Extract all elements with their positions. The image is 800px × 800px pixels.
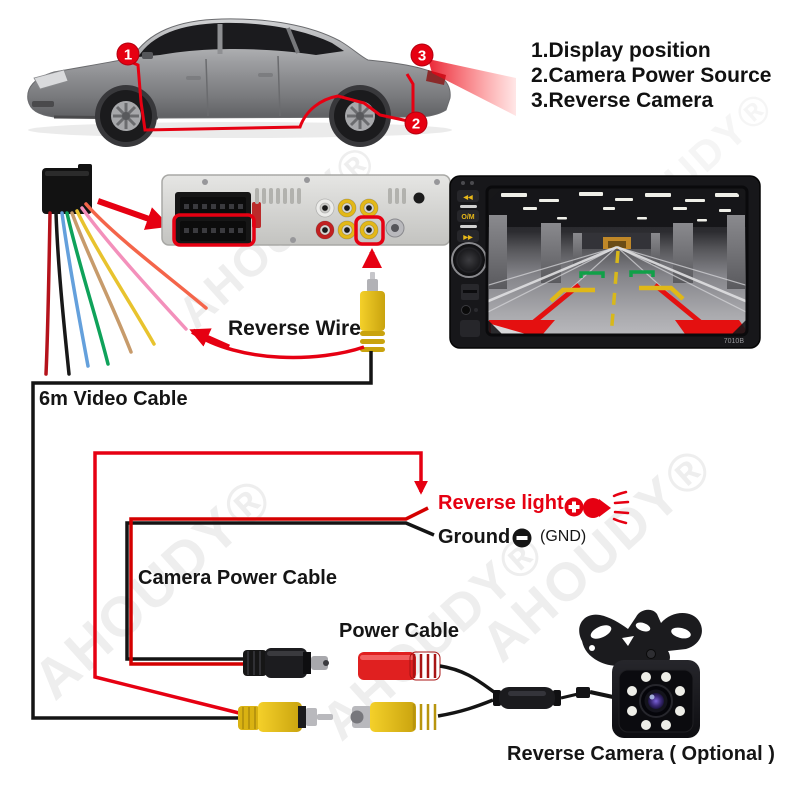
stereo-rear-panel <box>161 174 451 247</box>
model-number: 7010B <box>724 338 745 345</box>
video-cable-wire <box>31 351 373 720</box>
door-handle <box>186 76 201 80</box>
lane-center-line <box>609 250 620 335</box>
label-camera-power-cable: Camera Power Cable <box>138 567 337 589</box>
parking-guidelines <box>489 270 747 335</box>
inline-ferrite <box>493 687 614 709</box>
reverse-trigger-wire <box>93 451 428 716</box>
dc-female-red-plug <box>358 651 496 694</box>
dc-male-plug <box>243 648 329 678</box>
next-button <box>457 230 479 242</box>
legend-line-3: 3.Reverse Camera <box>531 89 714 112</box>
svg-text:2: 2 <box>412 116 420 133</box>
harness-wire-orange <box>84 202 208 310</box>
panel-hole <box>413 192 425 204</box>
next-icon: ▶▶ <box>462 234 473 241</box>
antenna-jack <box>385 218 405 238</box>
marker-1: 1 <box>116 42 140 66</box>
car-illustration: 1 2 3 <box>27 18 516 147</box>
car-pillar <box>286 27 300 54</box>
prev-icon: ◀◀ <box>462 194 473 201</box>
iso-harness-connector <box>42 164 92 214</box>
camera-power-red-wire <box>129 506 429 666</box>
label-reverse-camera-optional: Reverse Camera ( Optional ) <box>507 743 775 765</box>
door-handle <box>258 73 273 77</box>
svg-text:3: 3 <box>418 48 426 65</box>
car-door-lines <box>205 55 281 117</box>
harness-wires <box>44 202 208 376</box>
reverse-light-beam <box>428 59 516 116</box>
tf-card-slot <box>461 284 479 300</box>
head-unit: ◀◀ O/M ▶▶ 7010B <box>449 175 761 349</box>
label-ground: Ground <box>438 526 511 548</box>
harness-wire-tan <box>70 211 133 354</box>
rca-jacks <box>315 198 379 240</box>
marker-3: 3 <box>410 43 434 67</box>
front-wheel <box>95 85 157 147</box>
arrow-harness-to-iso <box>97 198 171 230</box>
iso-highlight-box <box>172 213 256 247</box>
usb-slot <box>460 320 480 337</box>
camera-lead-wire <box>589 690 614 699</box>
harness-wire-blue <box>60 211 90 368</box>
arrow-to-pink-wire <box>189 328 231 350</box>
label-gnd: (GND) <box>540 528 587 545</box>
rca-female-yellow-plug <box>350 698 494 732</box>
iso-socket <box>175 192 261 246</box>
reverse-camera <box>579 609 702 738</box>
ceiling-lights <box>501 192 739 222</box>
minus-icon <box>512 528 532 548</box>
cable-route-line <box>125 58 409 132</box>
side-mirror <box>142 52 153 59</box>
rca-male-yellow-plug <box>238 702 333 732</box>
car-glass <box>138 22 344 57</box>
camera-bracket <box>579 609 702 667</box>
video-in-highlight-box <box>354 215 385 246</box>
legend: 1.Display position 2.Camera Power Source… <box>531 38 771 113</box>
prev-button <box>457 190 479 202</box>
camera-power-black-wire <box>125 521 435 661</box>
rear-wheel <box>329 85 391 147</box>
label-power-cable: Power Cable <box>339 620 460 642</box>
reverse-wire-red-curve <box>191 330 365 360</box>
label-reverse-wire: Reverse Wire <box>228 317 361 340</box>
harness-wire-black <box>54 211 71 376</box>
harness-wire-green <box>65 211 110 366</box>
harness-wire-pink <box>80 206 188 331</box>
harness-wire-yellow <box>75 209 156 346</box>
svg-text:1: 1 <box>124 47 132 64</box>
aux-jack <box>461 305 471 315</box>
head-unit-screen <box>485 185 749 337</box>
plus-icon <box>564 497 584 517</box>
camera-power-pigtail-wire <box>439 664 496 694</box>
camera-video-pigtail-wire <box>437 698 494 718</box>
reverse-light-bulb-icon <box>583 490 630 525</box>
label-video-cable: 6m Video Cable <box>39 388 188 410</box>
front-grille <box>32 101 54 107</box>
headlight <box>33 69 69 90</box>
camera-leds <box>627 672 685 730</box>
video-rca-plug-top <box>360 272 385 352</box>
vent-slots <box>255 188 406 204</box>
marker-2: 2 <box>404 111 428 135</box>
harness-wire-red <box>44 211 52 376</box>
cable-route-line <box>405 73 415 116</box>
legend-line-1: 1.Display position <box>531 39 711 62</box>
legend-line-2: 2.Camera Power Source <box>531 64 772 87</box>
label-reverse-light: Reverse light <box>438 492 564 514</box>
mode-icon: O/M <box>461 214 474 221</box>
camera-lead-wire <box>560 692 579 700</box>
mode-button <box>457 210 479 222</box>
